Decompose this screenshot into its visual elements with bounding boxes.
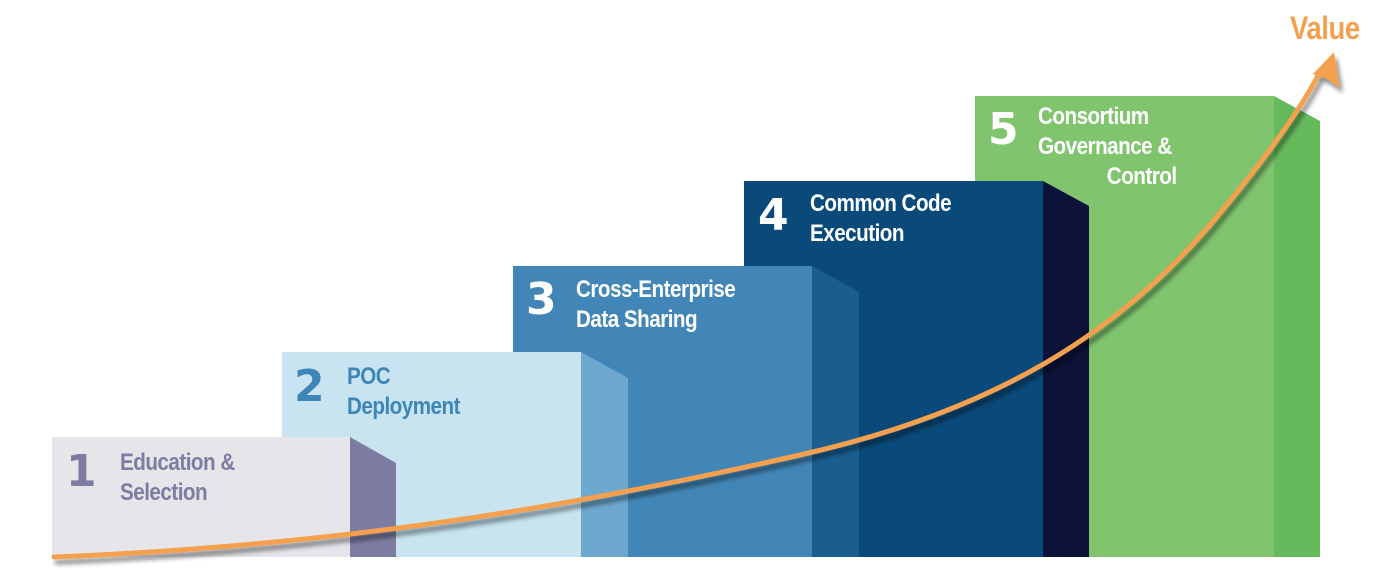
step-5-side [1274,96,1320,557]
step-1-side [350,437,396,557]
step-2-title-line1: POC [347,363,391,390]
step-3-title-line2: Data Sharing [576,306,698,333]
step-4-number: 4 [758,190,789,241]
step-5-number: 5 [988,104,1019,155]
step-2-number: 2 [294,361,325,412]
step-4-title-line1: Common Code [810,190,952,217]
value-curve-line [51,69,1323,560]
value-axis-label: Value [1290,10,1360,46]
step-1-number: 1 [66,446,97,497]
step-1-title-line1: Education & [120,449,235,476]
step-5-title: Consortium Governance & Control [1038,102,1177,192]
arrow-head-icon [1313,52,1340,88]
value-growth-arrow [51,52,1340,560]
step-3-title-line1: Cross-Enterprise [576,276,736,303]
step-5-title-line2: Governance & [1038,133,1172,160]
step-5-title-line1: Consortium [1038,103,1149,130]
step-3-side [812,266,859,557]
step-3-number: 3 [526,274,557,325]
step-2-title: POC Deployment [347,362,460,422]
step-1-title-line2: Selection [120,479,208,506]
step-4-title: Common Code Execution [810,189,952,249]
step-4-title-line2: Execution [810,220,905,247]
step-2-side [581,352,628,557]
step-2-title-line2: Deployment [347,393,460,420]
step-4-side [1043,181,1089,557]
step-3-title: Cross-Enterprise Data Sharing [576,275,736,335]
step-5-title-line3: Control [1106,163,1177,190]
step-1-title: Education & Selection [120,448,235,508]
